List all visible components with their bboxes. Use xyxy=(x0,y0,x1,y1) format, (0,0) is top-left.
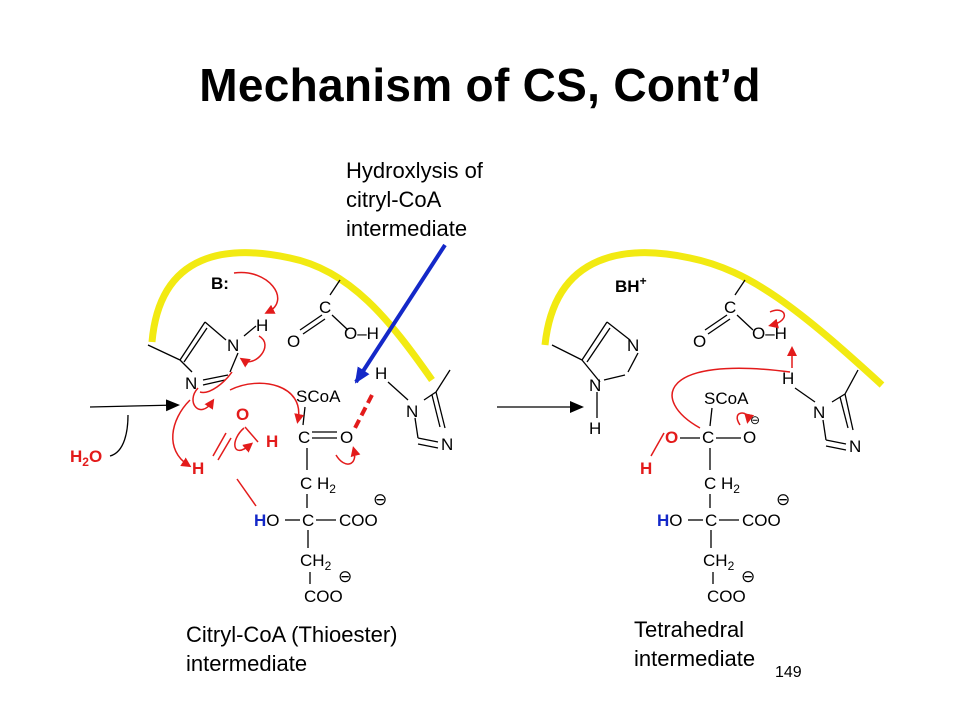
right-his-h: H xyxy=(782,369,794,388)
right-imidazole-n1: N xyxy=(627,336,639,355)
right-carboxyl-oh: O–H xyxy=(752,324,787,343)
left-coo-minus: ⊖ xyxy=(373,490,387,509)
right-coo-minus: ⊖ xyxy=(776,490,790,509)
right-h-red: H xyxy=(640,459,652,478)
right-imidazole-n2: N xyxy=(589,376,601,395)
left-imidazole-n2: N xyxy=(185,374,197,393)
right-ch2: C H2 xyxy=(704,474,740,496)
right-o-arrow xyxy=(736,412,755,426)
left-base: B: xyxy=(211,274,229,293)
left-caption-line-2: intermediate xyxy=(186,651,308,676)
right-oh-arrow xyxy=(768,309,785,329)
left-thioester-c: C xyxy=(298,428,310,447)
left-caption-line-1: Citryl-CoA (Thioester) xyxy=(186,622,398,647)
right-his-ring xyxy=(794,369,859,451)
left-attack-arrow xyxy=(229,382,305,424)
right-imidazole-h: H xyxy=(589,419,601,438)
right-his-n2: N xyxy=(849,437,861,456)
left-imidazole xyxy=(147,321,257,386)
right-base: BH+ xyxy=(615,274,647,296)
left-his-ring xyxy=(387,369,451,449)
left-his-h: H xyxy=(375,364,387,383)
left-reaction-arrow xyxy=(89,399,180,412)
right-ch2-low: CH2 xyxy=(703,551,735,573)
left-scoa: SCoA xyxy=(296,387,341,406)
right-ho: HO xyxy=(657,511,683,530)
water-label: H2O xyxy=(70,447,102,469)
right-carboxyl-c: C xyxy=(724,298,736,317)
left-coo-low: COO xyxy=(304,587,343,606)
right-long-arrow xyxy=(671,367,791,429)
right-coo-low-minus: ⊖ xyxy=(741,567,755,586)
left-carbonyl-arrow xyxy=(335,446,361,465)
right-o-red: O xyxy=(665,428,678,447)
left-his-n1: N xyxy=(406,402,418,421)
left-carboxyl-o: O xyxy=(287,332,300,351)
left-base-arrow xyxy=(233,271,279,314)
page-number: 149 xyxy=(775,664,802,681)
left-coo-low-minus: ⊖ xyxy=(338,567,352,586)
right-center-c: C xyxy=(705,511,717,530)
left-proton-h: H xyxy=(256,316,268,335)
left-carboxyl-bonds xyxy=(299,279,349,335)
left-ch2-low: CH2 xyxy=(300,551,332,573)
left-water-arrow1 xyxy=(234,427,254,453)
left-ch2: C H2 xyxy=(300,474,336,496)
right-o-minus-sign: ⊖ xyxy=(750,413,760,427)
right-coo-low: COO xyxy=(707,587,746,606)
annotation-line-3: intermediate xyxy=(346,216,468,241)
right-o-minus: O xyxy=(743,428,756,447)
hydrolysis-annotation: Hydroxlysis of citryl-CoA intermediate xyxy=(346,156,483,243)
left-coo: COO xyxy=(339,511,378,530)
right-imidazole xyxy=(551,321,639,418)
annotation-line-1: Hydroxlysis of xyxy=(346,158,483,183)
right-carboxyl-o: O xyxy=(693,332,706,351)
right-carboxyl-bonds xyxy=(704,279,754,335)
slide-title: Mechanism of CS, Cont’d xyxy=(199,59,761,111)
right-enzyme-arc xyxy=(541,249,885,388)
water-curve xyxy=(109,414,129,457)
right-his-n1: N xyxy=(813,403,825,422)
right-scoa: SCoA xyxy=(704,389,749,408)
right-caption: Tetrahedral intermediate xyxy=(634,615,755,673)
left-carboxyl-c: C xyxy=(319,298,331,317)
right-structure: BH+ N N H C O O–H H xyxy=(541,249,885,606)
left-ho: HO xyxy=(254,511,280,530)
left-water-bonds xyxy=(212,426,259,507)
left-water-h2: H xyxy=(192,459,204,478)
right-center-top-c: C xyxy=(702,428,714,447)
left-thioester-o: O xyxy=(340,428,353,447)
left-imidazole-n1: N xyxy=(227,336,239,355)
annotation-line-2: citryl-CoA xyxy=(346,187,442,212)
left-n-arrow xyxy=(199,371,233,394)
left-water-o: O xyxy=(236,405,249,424)
left-n-loop-arrow xyxy=(192,387,215,411)
right-caption-line-2: intermediate xyxy=(634,646,756,671)
left-caption: Citryl-CoA (Thioester) intermediate xyxy=(186,620,397,678)
left-water-h1: H xyxy=(266,432,278,451)
left-carboxyl-oh: O–H xyxy=(344,324,379,343)
annotation-arrow xyxy=(354,243,447,384)
right-coo: COO xyxy=(742,511,781,530)
left-nh-arrow xyxy=(239,335,266,368)
left-structure: B: H N N C O O–H xyxy=(70,243,453,606)
left-his-n2: N xyxy=(441,435,453,454)
left-hbond-dash xyxy=(353,394,374,429)
left-center-c: C xyxy=(302,511,314,530)
left-h-arrow xyxy=(172,399,192,468)
right-caption-line-1: Tetrahedral xyxy=(634,617,745,642)
left-enzyme-arc xyxy=(148,249,435,383)
